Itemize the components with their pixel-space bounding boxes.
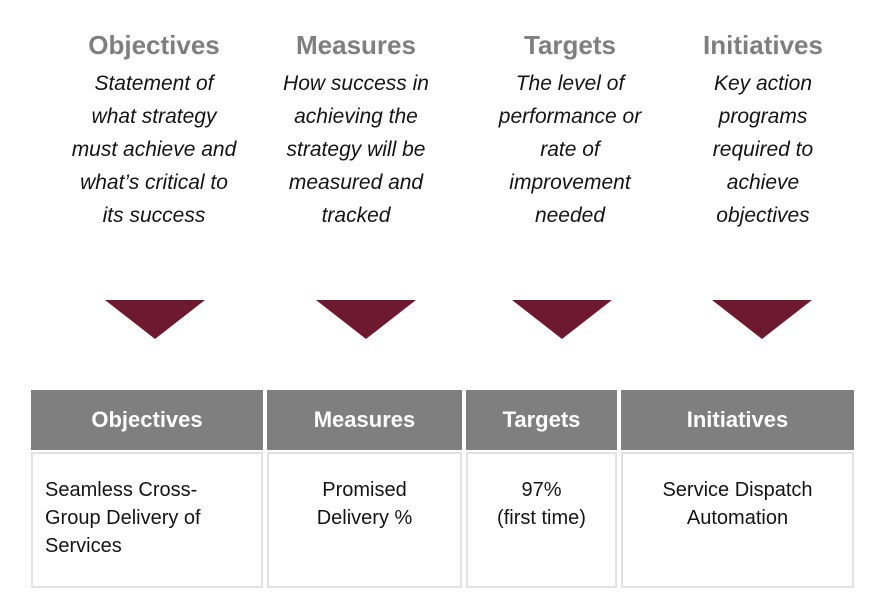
measures-heading: Measures [296,30,416,60]
table-cell-objective: Seamless Cross- Group Delivery of Servic… [31,452,263,588]
down-arrow-icon [105,300,205,339]
table-cell-initiative: Service Dispatch Automation [621,452,854,588]
objectives-heading: Objectives [88,30,220,60]
column-targets: Targets The level of performance or rate… [476,26,664,232]
targets-description: The level of performance or rate of impr… [498,72,642,227]
column-measures: Measures How success in achieving the st… [262,26,450,232]
column-initiatives: Initiatives Key action programs required… [680,26,846,232]
table-cell-measure: Promised Delivery % [267,452,462,588]
down-arrow-icon [512,300,612,339]
table-cell-target: 97% (first time) [466,452,617,588]
initiatives-heading: Initiatives [703,30,823,60]
down-arrow-icon [712,300,812,339]
measures-description: How success in achieving the strategy wi… [283,72,429,227]
down-arrow-icon [316,300,416,339]
table-header-initiatives: Initiatives [621,390,854,450]
column-objectives: Objectives Statement of what strategy mu… [40,26,268,232]
table-header-targets: Targets [466,390,617,450]
table-header-measures: Measures [267,390,462,450]
scorecard-table: Objectives Measures Targets Initiatives … [31,390,858,588]
objectives-description: Statement of what strategy must achieve … [71,72,237,227]
targets-heading: Targets [524,30,616,60]
table-header-objectives: Objectives [31,390,263,450]
initiatives-description: Key action programs required to achieve … [712,72,814,227]
